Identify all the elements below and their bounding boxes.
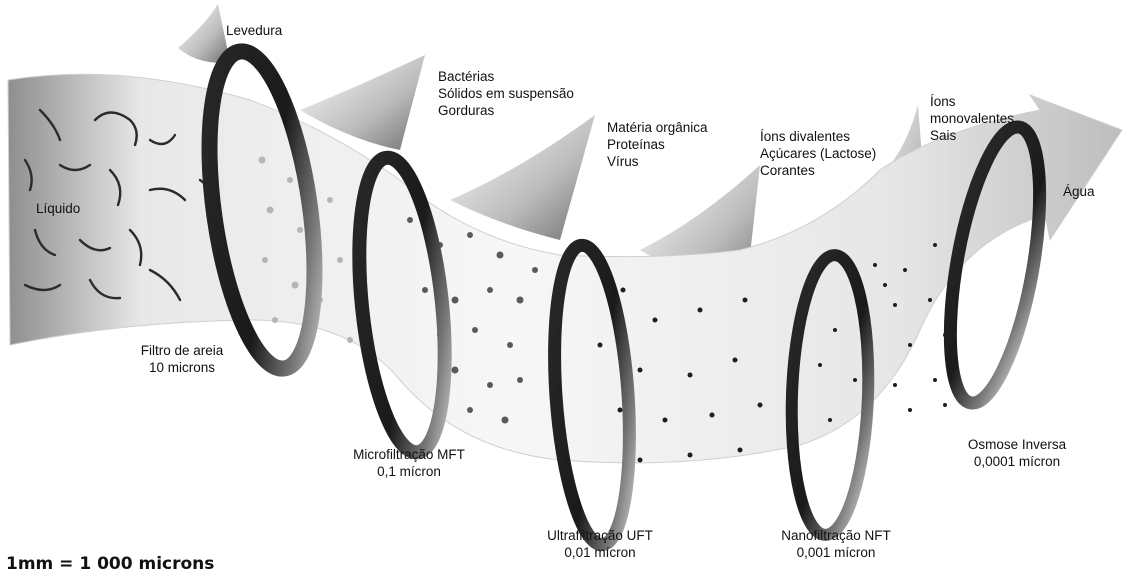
label-materia-line1: Matéria orgânica <box>607 119 708 136</box>
label-uft: Ultrafiltração UFT 0,01 mícron <box>530 527 670 561</box>
label-nft-line1: Nanofiltração NFT <box>766 527 906 544</box>
label-ions-divalentes: Íons divalentes Açúcares (Lactose) Coran… <box>760 128 876 179</box>
label-bacterias: Bactérias Sólidos em suspensão Gorduras <box>438 68 574 119</box>
label-filtro-areia: Filtro de areia 10 microns <box>126 342 238 376</box>
label-materia-line3: Vírus <box>607 153 708 170</box>
label-liquido: Líquido <box>36 200 80 217</box>
label-agua: Água <box>1063 183 1095 200</box>
label-materia-line2: Proteínas <box>607 136 708 153</box>
label-ions-mono: Íons monovalentes Sais <box>930 93 1014 144</box>
label-bacterias-line2: Sólidos em suspensão <box>438 85 574 102</box>
label-ions-mono-line1: Íons <box>930 93 1014 110</box>
label-levedura: Levedura <box>226 22 282 39</box>
fan-materia <box>450 115 595 240</box>
label-nft-line2: 0,001 mícron <box>766 544 906 561</box>
label-mft-line2: 0,1 mícron <box>338 463 480 480</box>
label-uft-line2: 0,01 mícron <box>530 544 670 561</box>
label-bacterias-line1: Bactérias <box>438 68 574 85</box>
label-nft: Nanofiltração NFT 0,001 mícron <box>766 527 906 561</box>
label-mft: Microfiltração MFT 0,1 mícron <box>338 446 480 480</box>
label-ions-mono-line2: monovalentes <box>930 110 1014 127</box>
label-ions-mono-line3: Sais <box>930 127 1014 144</box>
label-mft-line1: Microfiltração MFT <box>338 446 480 463</box>
scale-note: 1mm = 1 000 microns <box>6 554 214 574</box>
label-osmose: Osmose Inversa 0,0001 mícron <box>955 436 1079 470</box>
label-materia: Matéria orgânica Proteínas Vírus <box>607 119 708 170</box>
label-filtro-areia-line1: Filtro de areia <box>126 342 238 359</box>
label-bacterias-line3: Gorduras <box>438 102 574 119</box>
label-ions-divalentes-line1: Íons divalentes <box>760 128 876 145</box>
label-osmose-line2: 0,0001 mícron <box>955 453 1079 470</box>
label-filtro-areia-line2: 10 microns <box>126 359 238 376</box>
label-ions-divalentes-line2: Açúcares (Lactose) <box>760 145 876 162</box>
label-uft-line1: Ultrafiltração UFT <box>530 527 670 544</box>
label-osmose-line1: Osmose Inversa <box>955 436 1079 453</box>
label-ions-divalentes-line3: Corantes <box>760 162 876 179</box>
